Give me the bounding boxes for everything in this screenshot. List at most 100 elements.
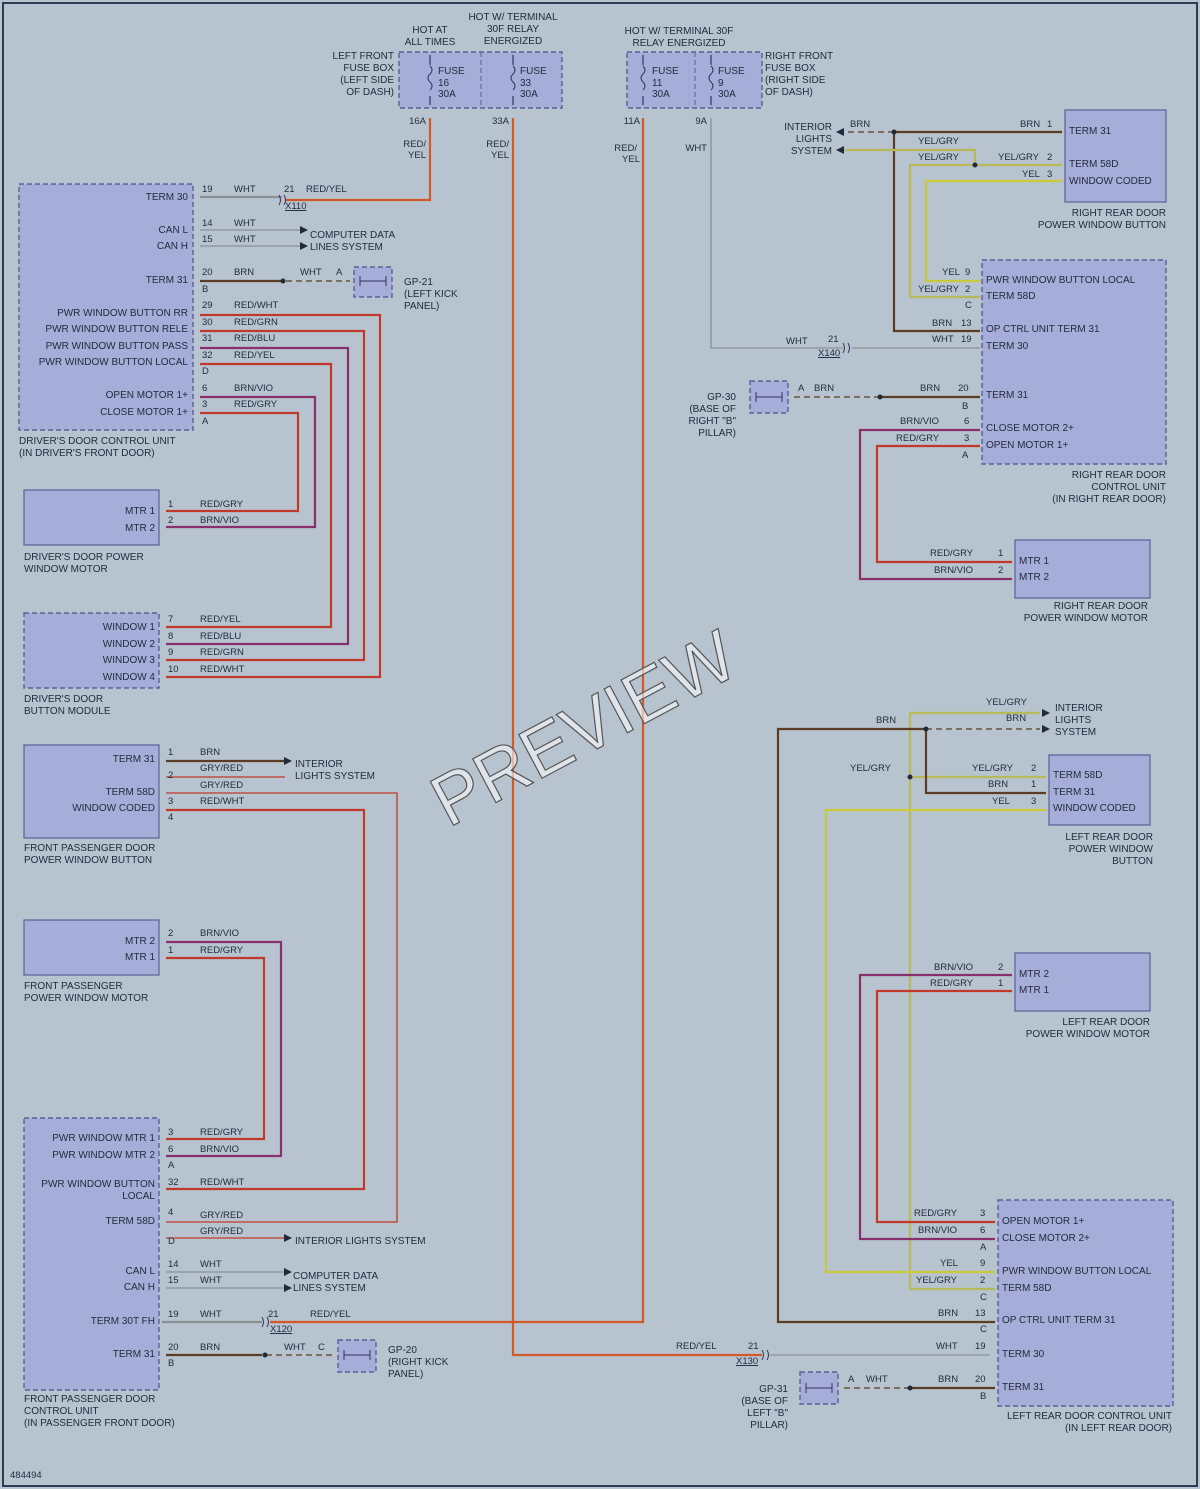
wire-lr-58d-yelgry (908, 777, 995, 1291)
x110-wire: RED/YEL (306, 184, 347, 195)
x130-connector: X130 (736, 1356, 758, 1367)
fp-unit-conn-a: A (168, 1160, 175, 1171)
driver-button-wire9: RED/GRN (200, 647, 244, 658)
fp-unit-mtr1: PWR WINDOW MTR 1 (52, 1133, 155, 1144)
lr-button-coded: WINDOW CODED (1053, 803, 1136, 814)
driver-button-caption-2: BUTTON MODULE (24, 706, 111, 717)
fp-door-control-unit: PWR WINDOW MTR 1 PWR WINDOW MTR 2 PWR WI… (23, 1117, 449, 1429)
fp-motor-pin2: 2 (168, 928, 173, 939)
driver-button-rr: PWR WINDOW BUTTON RR (57, 308, 188, 319)
rr-interior-wire-brn: BRN (850, 119, 870, 130)
driver-wire-6: BRN/VIO (234, 383, 273, 394)
driver-wire-30: RED/GRN (234, 317, 278, 328)
gp21-ground-icon (359, 276, 387, 286)
lr-unit-wire-brn20: BRN (938, 1374, 958, 1385)
wire-29-redwht (166, 313, 382, 679)
x140-wire: WHT (786, 336, 808, 347)
fp-unit-caption-3: (IN PASSENGER FRONT DOOR) (24, 1418, 175, 1429)
lr-button-term31: TERM 31 (1053, 787, 1096, 798)
rr-button-box (1064, 109, 1167, 203)
lr-unit-pin2: 2 (980, 1275, 985, 1286)
wire-rr-button-brn (892, 130, 1062, 333)
gp31-label-1: GP-31 (759, 1384, 788, 1395)
fp-motor-caption-1: FRONT PASSENGER (24, 981, 123, 992)
fp-motor-mtr1: MTR 1 (125, 952, 155, 963)
fuse33-label-b: 33 (520, 78, 532, 89)
fp-interior-arrow-icon (284, 757, 292, 765)
fp-motor-box (23, 919, 160, 976)
wire-rr-button-yel (924, 179, 1062, 283)
x110-connector-icon (278, 194, 286, 206)
fp-unit-computer-data-1: COMPUTER DATA (293, 1271, 379, 1282)
fp-unit-wire-gryred1: GRY/RED (200, 1210, 243, 1221)
fp-button-pin3: 3 (168, 796, 173, 807)
rr-button-term58d: TERM 58D (1069, 159, 1118, 170)
rr-motor-pin1: 1 (998, 548, 1003, 559)
pin-16a: 16A (409, 116, 427, 127)
lr-unit-wire-yel: YEL (940, 1258, 958, 1269)
driver-open-motor: OPEN MOTOR 1+ (106, 390, 188, 401)
driver-wire-32: RED/YEL (234, 350, 275, 361)
fp-button-term31: TERM 31 (113, 754, 156, 765)
lr-interior-brn-arrow-icon (1042, 725, 1050, 733)
rr-unit-pin3: 3 (964, 433, 969, 444)
gp21-connector: A (336, 267, 343, 278)
driver-term31: TERM 31 (146, 275, 189, 286)
rr-button-wire-yelgry: YEL/GRY (998, 152, 1040, 163)
rr-unit-box (981, 259, 1167, 465)
driver-button-local: PWR WINDOW BUTTON LOCAL (39, 357, 189, 368)
gp20-connector: C (318, 1342, 325, 1353)
driver-motor-wire1: RED/GRY (200, 499, 244, 510)
fuse11-label-b: 11 (652, 78, 663, 89)
fp-motor-mtr2: MTR 2 (125, 936, 155, 947)
rr-unit-conn-b: B (962, 401, 968, 412)
lr-button-pin1: 1 (1031, 779, 1036, 790)
fuse16-label-a: FUSE (438, 66, 465, 77)
driver-canh-arrow-icon (300, 242, 308, 250)
pin-33a: 33A (492, 116, 510, 127)
x130-wire: RED/YEL (676, 1341, 717, 1352)
fp-unit-term30: TERM 30T FH (91, 1316, 155, 1327)
fuse33-label-a: FUSE (520, 66, 547, 77)
lr-motor-caption-2: POWER WINDOW MOTOR (1026, 1029, 1150, 1040)
rr-unit-term31: TERM 31 (986, 390, 1029, 401)
driver-motor-mtr1: MTR 1 (125, 506, 155, 517)
rr-window-button: TERM 31 TERM 58D WINDOW CODED 1 2 3 BRN … (784, 109, 1167, 231)
fp-unit-wire-20: BRN (200, 1342, 220, 1353)
right-fuse-box-label-4: OF DASH) (765, 87, 813, 98)
rr-unit-pin2: 2 (965, 284, 970, 295)
rr-unit-wire-yelgry: YEL/GRY (918, 284, 960, 295)
driver-button-wire7: RED/YEL (200, 614, 241, 625)
rr-unit-open: OPEN MOTOR 1+ (986, 440, 1068, 451)
lr-yelgry-splice (907, 774, 913, 780)
wire11-label-1: RED/ (614, 143, 637, 154)
rr-unit-pin13: 13 (961, 318, 972, 329)
fp-unit-canl-arrow-icon (284, 1268, 292, 1276)
fp-unit-local-2: LOCAL (122, 1191, 155, 1202)
driver-motor-pin2: 2 (168, 515, 173, 526)
fp-unit-canl: CAN L (126, 1266, 156, 1277)
wire-driver-redgry (166, 411, 300, 513)
lr-unit-pin6: 6 (980, 1225, 985, 1236)
hot-relay-1: HOT W/ TERMINAL (468, 12, 558, 23)
x120-connector-icon (261, 1316, 269, 1328)
rr-motor-box (1014, 539, 1151, 599)
driver-wire-14: WHT (234, 218, 256, 229)
fuse33-element-icon (510, 65, 516, 91)
driver-pin-15: 15 (202, 234, 213, 245)
rr-button-term31: TERM 31 (1069, 126, 1112, 137)
gp31-label-3: LEFT "B" (747, 1408, 788, 1419)
fp-unit-pin32: 32 (168, 1177, 179, 1188)
gp31-label-2: (BASE OF (741, 1396, 788, 1407)
rr-unit-wire-brnvio: BRN/VIO (900, 416, 939, 427)
fp-motor-wire1: RED/GRY (200, 945, 244, 956)
rr-unit-pin9: 9 (965, 267, 970, 278)
x120-connector: X120 (270, 1324, 292, 1335)
driver-window-motor: MTR 1 MTR 2 1 2 RED/GRY BRN/VIO DRIVER'S… (23, 489, 244, 575)
fp-unit-computer-data-2: LINES SYSTEM (293, 1283, 366, 1294)
wire-lr-motor-brnvio (858, 973, 1012, 1241)
driver-window1: WINDOW 1 (103, 622, 156, 633)
wire-rr-58d-yelgry (908, 163, 980, 299)
wire11-label-2: YEL (622, 154, 640, 165)
